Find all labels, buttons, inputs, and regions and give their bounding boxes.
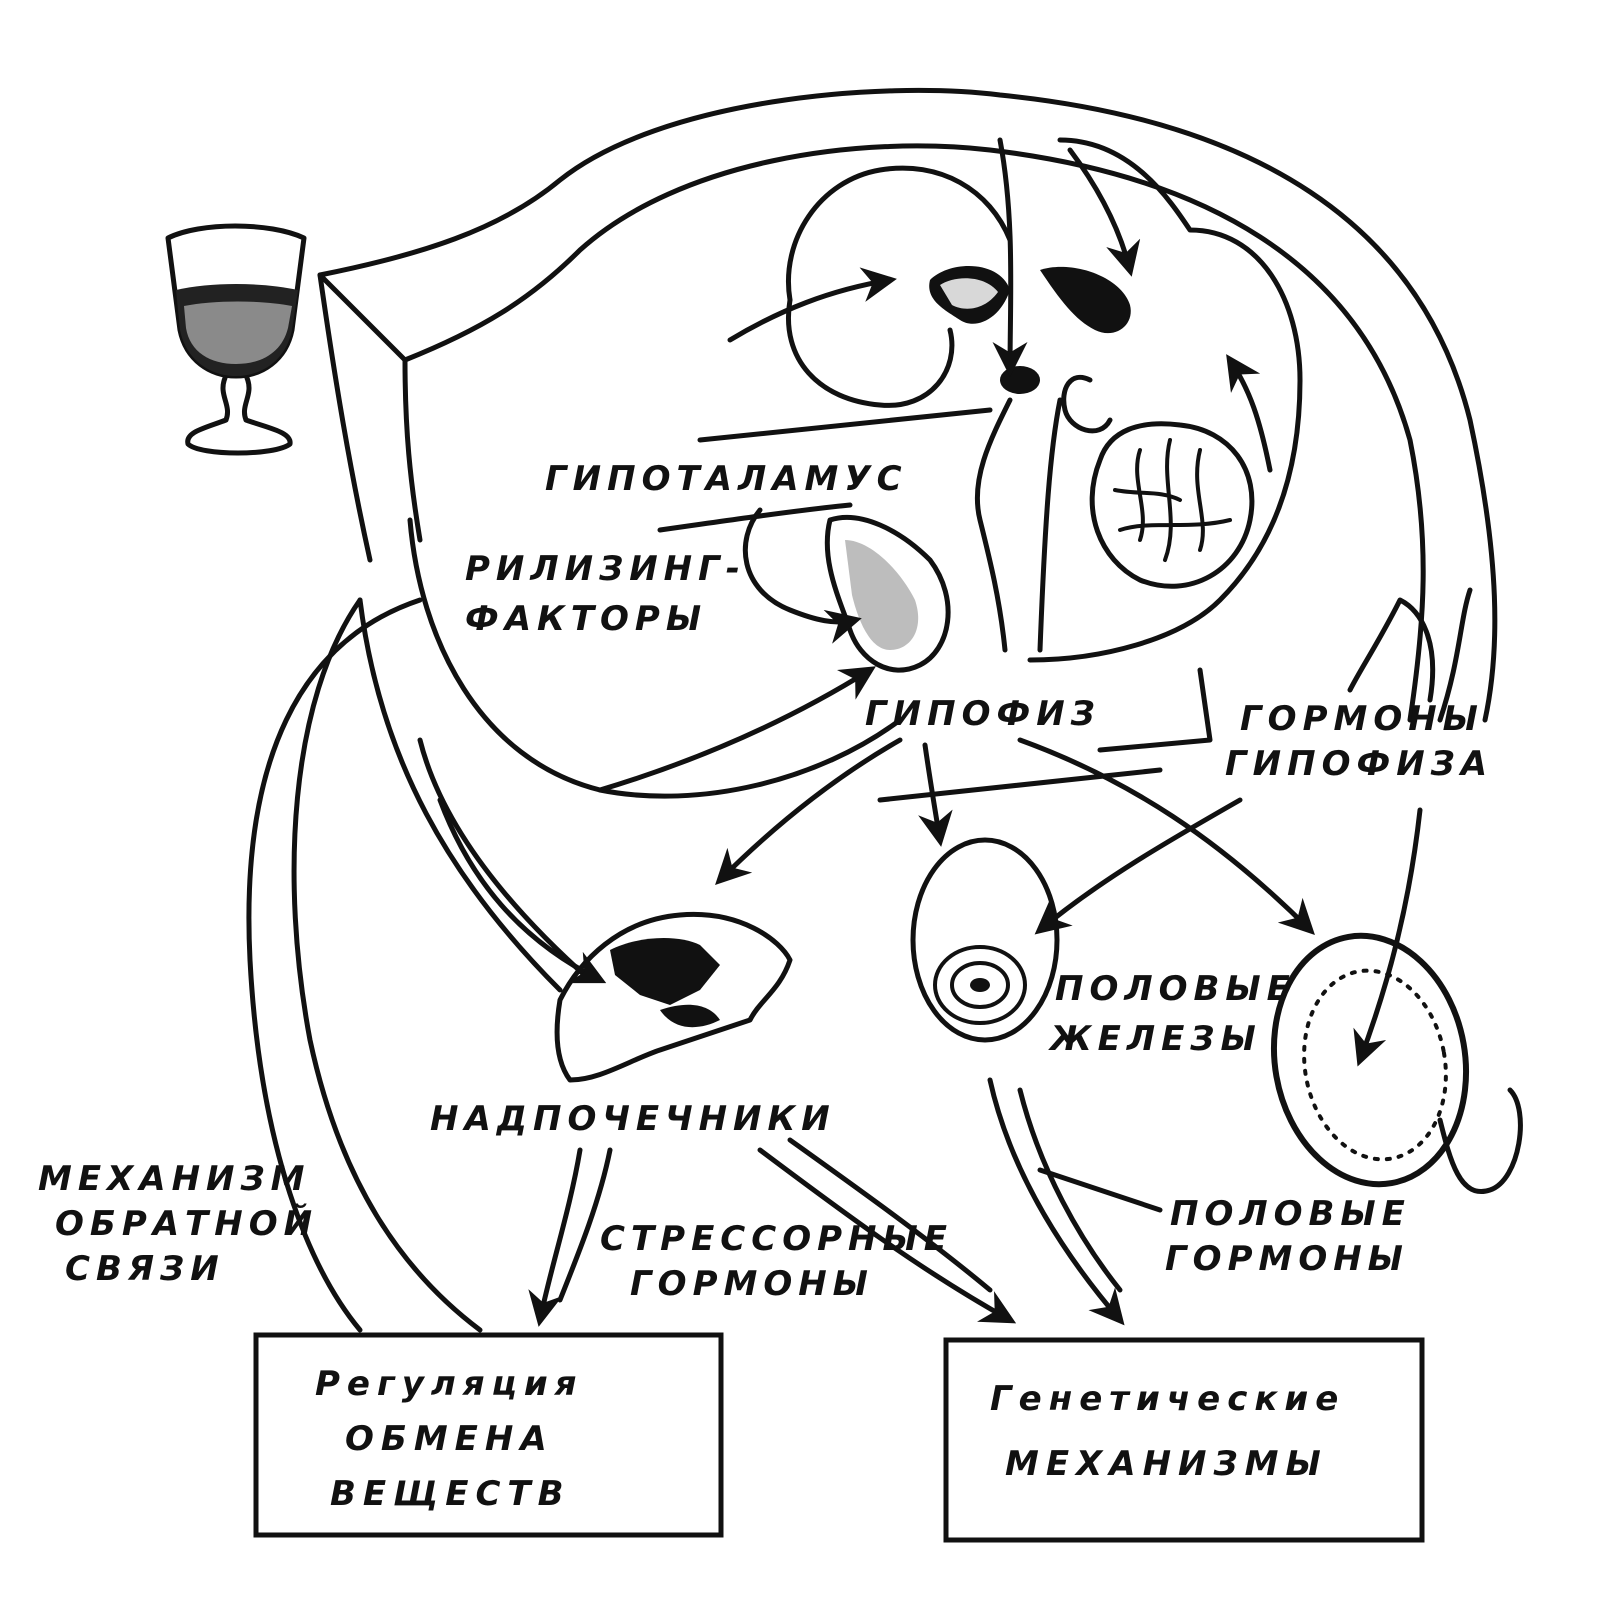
genetic-box-line2: МЕХАНИЗМЫ	[1005, 1444, 1328, 1484]
hypothalamus-label: ГИПОТАЛАМУС	[545, 459, 908, 499]
feedback-label-line2: ОБРАТНОЙ	[55, 1203, 318, 1244]
releasing-factors-label-line2: ФАКТОРЫ	[465, 599, 707, 639]
wine-glass-icon	[165, 223, 307, 456]
genetic-mechanisms-box	[943, 1337, 1425, 1543]
stress-hormones-label-line1: СТРЕССОРНЫЕ	[600, 1219, 953, 1259]
feedback-label-line1: МЕХАНИЗМ	[38, 1159, 311, 1199]
adrenals-label: НАДПОЧЕЧНИКИ	[430, 1099, 836, 1139]
pituitary-label: ГИПОФИЗ	[865, 694, 1101, 734]
releasing-factors-label-line1: РИЛИЗИНГ-	[465, 549, 746, 589]
genetic-box-line1: Генетические	[990, 1379, 1345, 1419]
gonads-label-line1: ПОЛОВЫЕ	[1055, 969, 1296, 1009]
pituitary-hormones-label-line2: ГИПОФИЗА	[1225, 744, 1493, 784]
gonads-label-line2: ЖЕЛЕЗЫ	[1048, 1019, 1262, 1059]
pituitary-hormones-label-line1: ГОРМОНЫ	[1240, 699, 1484, 739]
feedback-label-line3: СВЯЗИ	[65, 1249, 225, 1289]
metabolism-regulation-box	[253, 1332, 724, 1538]
adrenal-gland-illustration	[554, 911, 793, 1083]
metabolism-box-line1: Регуляция	[315, 1364, 584, 1404]
metabolism-box-line2: ОБМЕНА	[345, 1419, 554, 1459]
stress-hormones-label-line2: ГОРМОНЫ	[630, 1264, 874, 1304]
metabolism-box-line3: ВЕЩЕСТВ	[330, 1474, 571, 1514]
pituitary-gland-illustration	[824, 514, 951, 673]
ovary-illustration	[910, 837, 1060, 1043]
testis-illustration	[1270, 932, 1523, 1195]
sex-hormones-label-line1: ПОЛОВЫЕ	[1170, 1194, 1411, 1234]
connector-arrows	[246, 137, 1473, 1333]
sex-hormones-label-line2: ГОРМОНЫ	[1165, 1239, 1409, 1279]
